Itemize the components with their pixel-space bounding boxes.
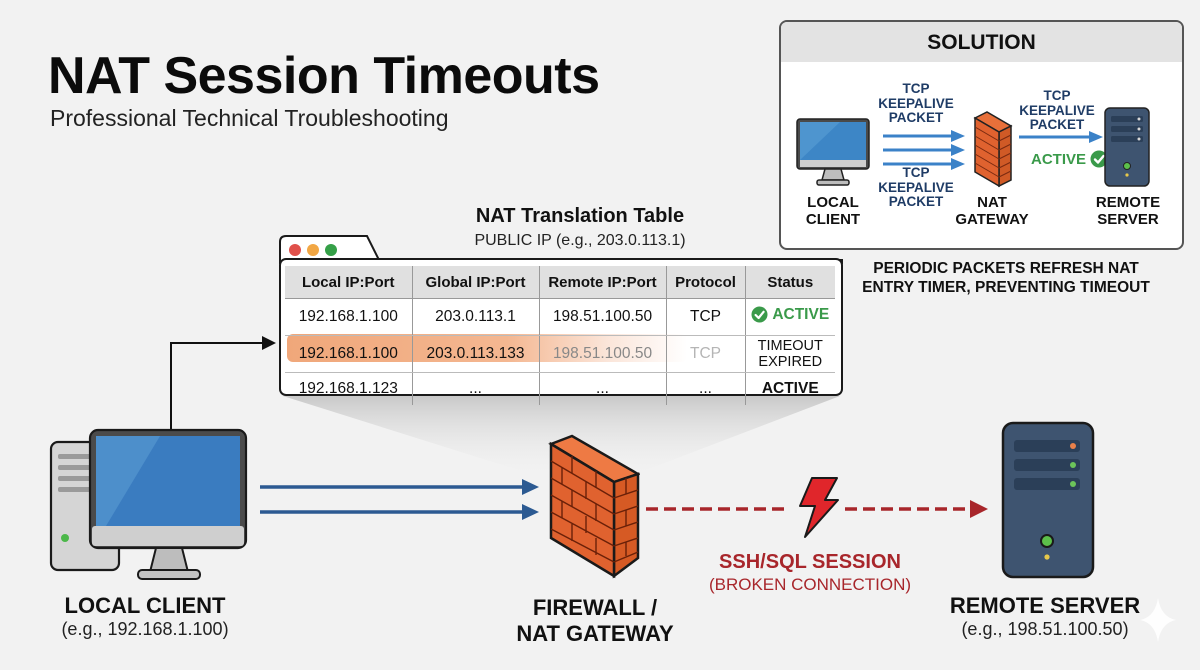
cell-remote-ip: ... [539, 372, 667, 405]
window-maximize-dot[interactable] [325, 244, 337, 256]
firewall-icon-small [973, 111, 1013, 188]
cell-protocol: TCP [666, 298, 746, 336]
cell-protocol: ... [666, 372, 746, 405]
column-header-local[interactable]: Local IP:Port [285, 266, 413, 299]
nat-table-subtitle: PUBLIC IP (e.g., 203.0.113.1) [474, 232, 686, 249]
check-circle-icon [751, 306, 768, 323]
keepalive-label-upper: TCP KEEPALIVE PACKET [878, 81, 954, 125]
monitor-icon [796, 118, 870, 186]
cell-local-ip: 192.168.1.100 [285, 298, 413, 336]
client-to-firewall-arrows [260, 479, 539, 520]
remote-server-icon [1001, 421, 1095, 579]
cell-status: ACTIVE [745, 298, 835, 336]
solution-active-text: ACTIVE [1031, 150, 1087, 168]
client-to-table-connector [170, 342, 262, 432]
window-minimize-dot[interactable] [307, 244, 319, 256]
status-badge-timeout: TIMEOUT EXPIRED [745, 335, 835, 373]
solution-note: PERIODIC PACKETS REFRESH NAT ENTRY TIMER… [862, 260, 1150, 296]
solution-local-client-label: LOCAL CLIENT [805, 194, 861, 228]
remote-server-ip: (e.g., 198.51.100.50) [961, 619, 1129, 639]
local-client-computer-icon [49, 428, 248, 580]
keepalive-arrow-right [1019, 131, 1103, 143]
solution-panel: SOLUTION LOCAL CLIENT TCP KEEPALIVE PACK… [779, 20, 1184, 250]
status-badge: ACTIVE [772, 305, 830, 323]
cell-local-ip: 192.168.1.100 [285, 335, 413, 373]
solution-active-status: ACTIVE [1031, 150, 1108, 168]
sparkle-icon [1140, 598, 1176, 642]
cell-remote-ip: 198.51.100.50 [539, 335, 667, 373]
keepalive-label-lower: TCP KEEPALIVE PACKET [878, 165, 954, 209]
table-header-row: Local IP:Port Global IP:Port Remote IP:P… [285, 266, 835, 299]
column-header-global[interactable]: Global IP:Port [412, 266, 540, 299]
nat-translation-table: Local IP:Port Global IP:Port Remote IP:P… [285, 266, 835, 405]
lightning-bolt-icon [799, 477, 839, 538]
column-header-status[interactable]: Status [745, 266, 835, 299]
local-client-ip: (e.g., 192.168.1.100) [61, 619, 229, 639]
page-title: NAT Session Timeouts [48, 47, 600, 105]
solution-nat-gateway-label: NAT GATEWAY [955, 194, 1029, 228]
firewall-label: FIREWALL / NAT GATEWAY [516, 595, 674, 646]
solution-heading: SOLUTION [781, 22, 1182, 62]
session-detail: (BROKEN CONNECTION) [708, 575, 912, 594]
server-icon-small [1104, 107, 1150, 187]
cell-global-ip: 203.0.113.1 [412, 298, 540, 336]
connector-arrowhead [262, 336, 276, 350]
window-close-dot[interactable] [289, 244, 301, 256]
table-row[interactable]: 192.168.1.123 ... ... ... ACTIVE [285, 372, 835, 405]
nat-table-title: NAT Translation Table [475, 205, 685, 227]
status-led-green [1070, 481, 1076, 487]
power-led [61, 534, 69, 542]
cell-remote-ip: 198.51.100.50 [539, 298, 667, 336]
remote-server-label: REMOTE SERVER [949, 593, 1141, 618]
keepalive-label-right: TCP KEEPALIVE PACKET [1019, 88, 1095, 132]
wedge-shadow [283, 396, 840, 480]
firewall-icon [548, 434, 640, 579]
nat-table-window: Local IP:Port Global IP:Port Remote IP:P… [279, 235, 843, 405]
solution-remote-server-label: REMOTE SERVER [1095, 194, 1161, 228]
cell-local-ip: 192.168.1.123 [285, 372, 413, 405]
local-client-label: LOCAL CLIENT [64, 593, 226, 618]
status-badge: ACTIVE [761, 380, 819, 397]
page-subtitle: Professional Technical Troubleshooting [50, 105, 449, 131]
table-row-expired[interactable]: 192.168.1.100 203.0.113.133 198.51.100.5… [285, 335, 835, 373]
column-header-remote[interactable]: Remote IP:Port [539, 266, 667, 299]
column-header-protocol[interactable]: Protocol [666, 266, 746, 299]
broken-session-line [646, 500, 988, 518]
cell-protocol: TCP [666, 335, 746, 373]
check-circle-icon [1090, 150, 1108, 168]
session-label: SSH/SQL SESSION [719, 551, 901, 573]
status-led-green [1070, 462, 1076, 468]
status-led-orange [1070, 443, 1076, 449]
power-button [1040, 534, 1054, 548]
cell-global-ip: ... [412, 372, 540, 405]
cell-global-ip: 203.0.113.133 [412, 335, 540, 373]
table-row[interactable]: 192.168.1.100 203.0.113.1 198.51.100.50 … [285, 298, 835, 336]
keepalive-arrows-left [883, 130, 965, 170]
